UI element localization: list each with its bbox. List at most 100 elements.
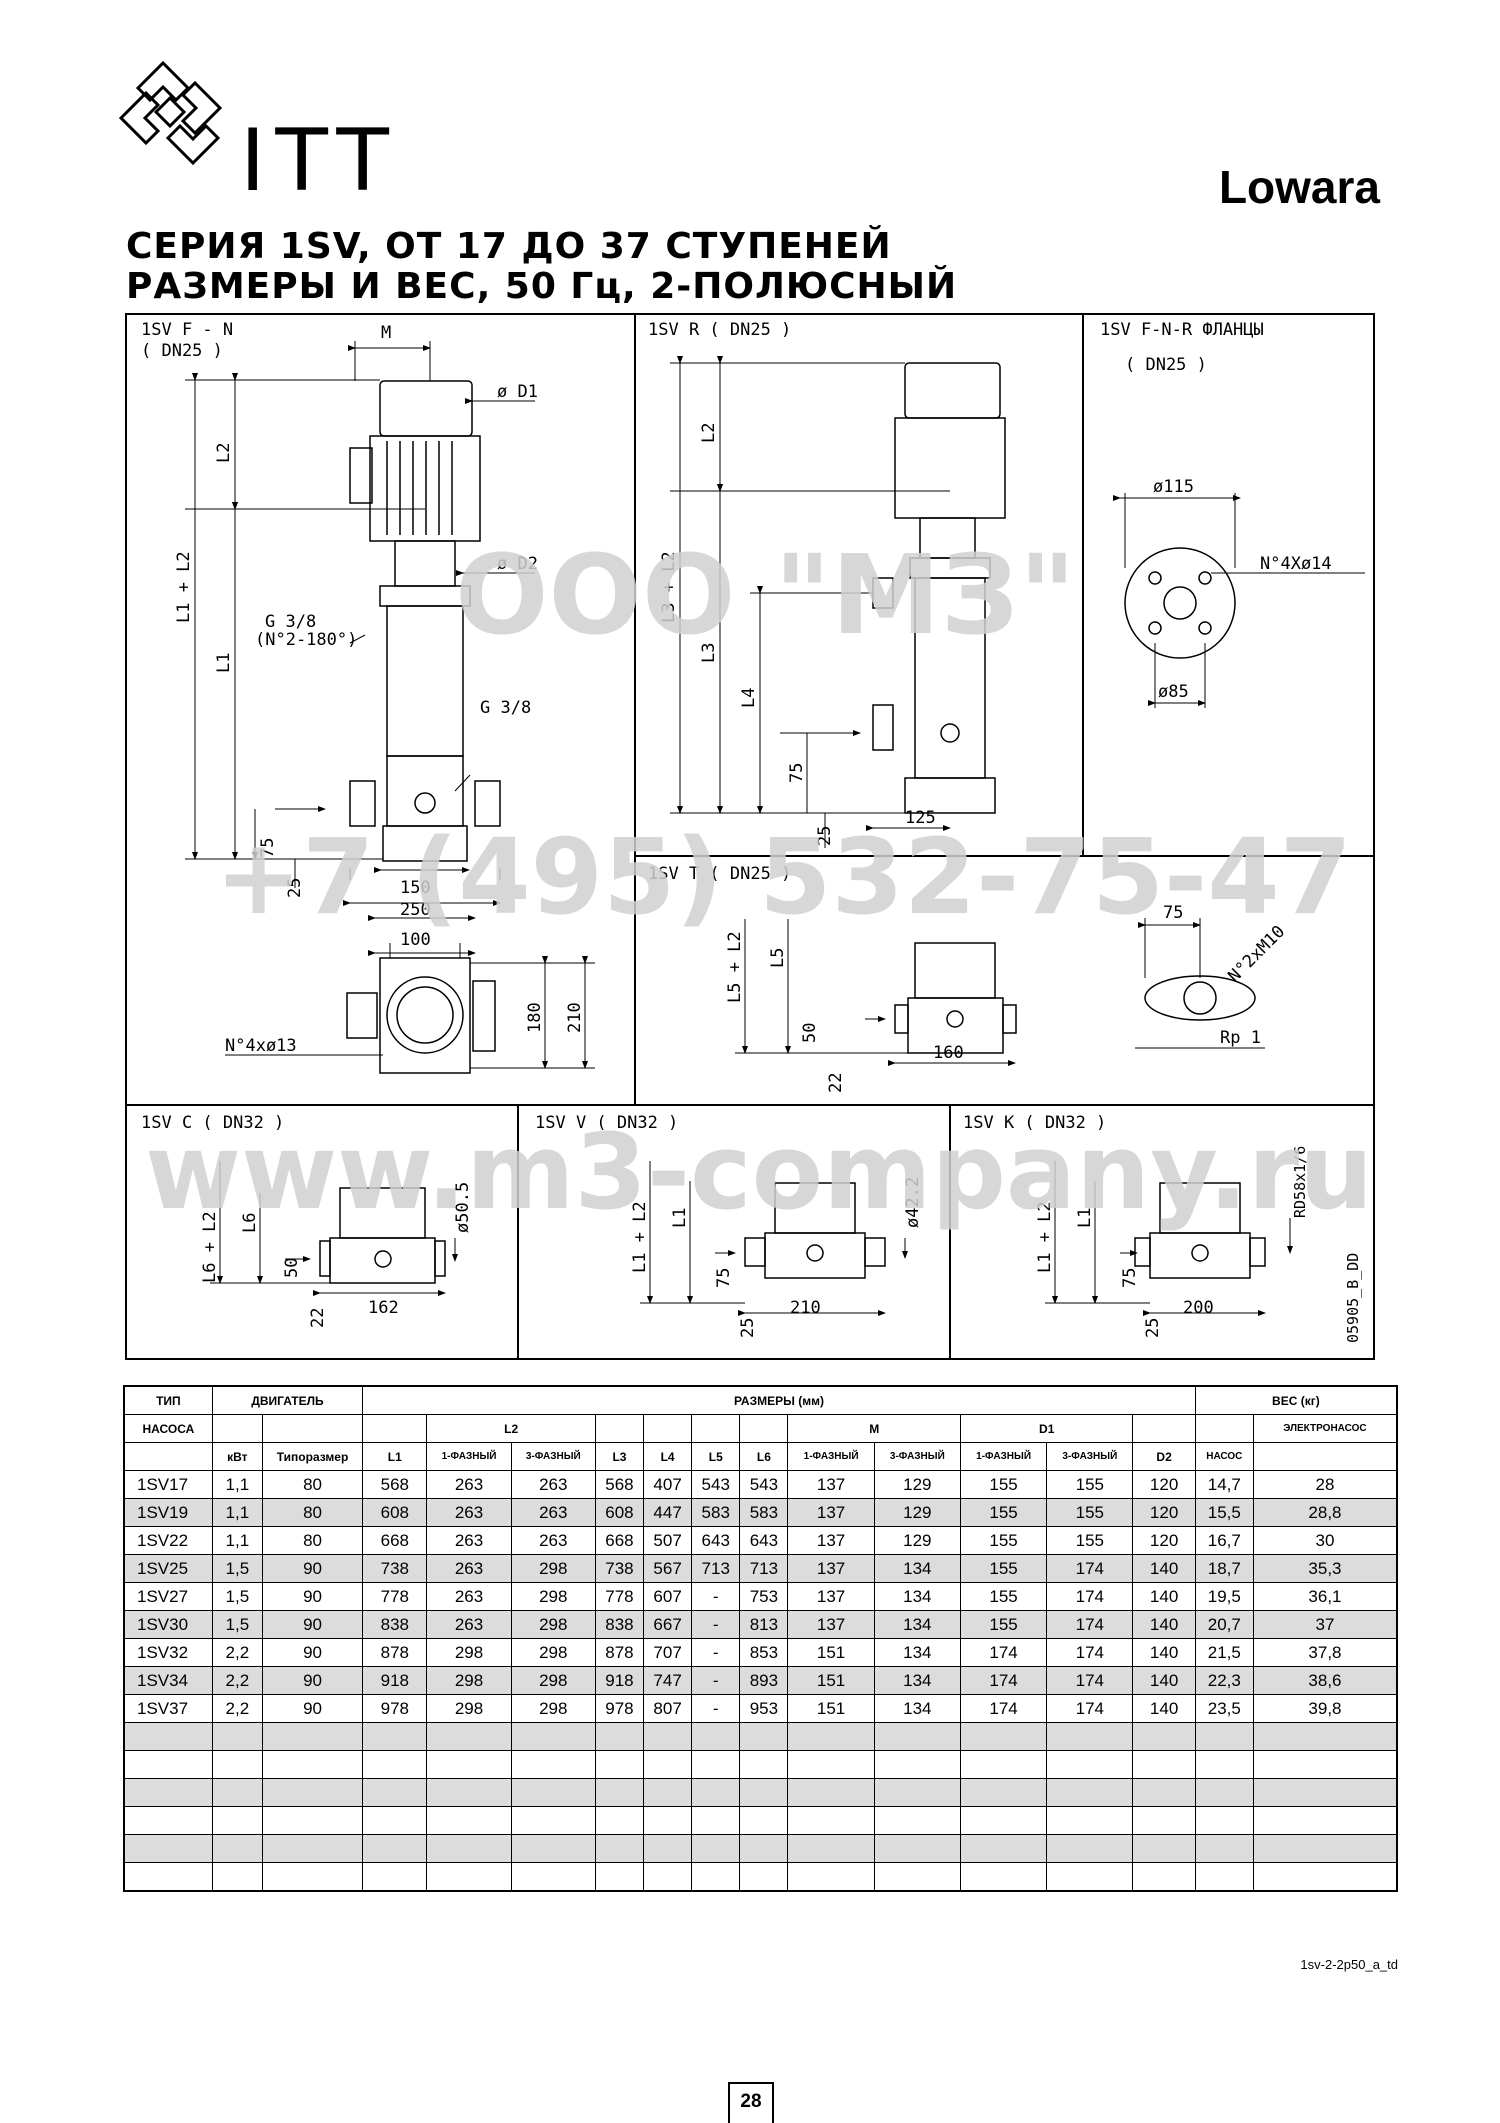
v-L1L2: L1 + L2	[630, 1201, 650, 1273]
table-cell: 1,5	[211, 1610, 263, 1639]
table-cell: 129	[873, 1526, 961, 1555]
t-L5: L5	[768, 948, 788, 968]
table-cell: 39,8	[1252, 1694, 1398, 1723]
fn-holes: N°4xø13	[225, 1036, 297, 1056]
table-cell: 134	[873, 1638, 961, 1667]
r-d25: 25	[815, 826, 835, 846]
table-cell: 1SV27	[123, 1582, 213, 1611]
t-d22: 22	[826, 1073, 846, 1093]
th-D1: D1	[959, 1414, 1134, 1443]
table-cell: 137	[787, 1470, 875, 1499]
table-cell: 607	[643, 1582, 693, 1611]
table-cell: -	[691, 1582, 741, 1611]
flanges-holes: N°4Xø14	[1260, 554, 1332, 574]
table-cell: 263	[510, 1470, 596, 1499]
r-title: 1SV R ( DN25 )	[648, 320, 791, 340]
table-cell: 298	[510, 1694, 596, 1723]
table-cell: 543	[691, 1470, 741, 1499]
table-cell: 155	[959, 1554, 1048, 1583]
table-cell: 567	[643, 1554, 693, 1583]
fn-g38a: G 3/8	[265, 612, 316, 632]
table-cell: 668	[594, 1526, 645, 1555]
table-cell: 174	[959, 1666, 1048, 1695]
table-cell: 643	[739, 1526, 789, 1555]
table-cell: 298	[510, 1666, 596, 1695]
table-cell: 120	[1132, 1470, 1196, 1499]
table-cell: 120	[1132, 1526, 1196, 1555]
table-cell: 16,7	[1194, 1526, 1254, 1555]
table-cell: 1SV17	[123, 1470, 213, 1499]
table-cell: 298	[510, 1638, 596, 1667]
k-rd: RD58x1/6	[1291, 1146, 1309, 1218]
table-cell: 568	[362, 1470, 428, 1499]
table-cell: 134	[873, 1694, 961, 1723]
table-cell: 1SV34	[123, 1666, 213, 1695]
empty-row	[123, 1722, 1398, 1751]
t-d50: 50	[800, 1023, 820, 1043]
table-cell: 174	[1046, 1610, 1134, 1639]
table-cell: 263	[510, 1526, 596, 1555]
table-cell: 80	[261, 1526, 364, 1555]
table-cell: -	[691, 1638, 741, 1667]
page-number: 28	[728, 2082, 774, 2123]
table-cell: 140	[1132, 1582, 1196, 1611]
table-cell: 174	[1046, 1666, 1134, 1695]
table-cell: 174	[1046, 1582, 1134, 1611]
page-title-line2: РАЗМЕРЫ И ВЕС, 50 Гц, 2-ПОЛЮСНЫЙ	[126, 266, 958, 307]
table-cell: -	[691, 1694, 741, 1723]
table-cell: 155	[959, 1582, 1048, 1611]
table-cell: 19,5	[1194, 1582, 1254, 1611]
table-cell: 140	[1132, 1638, 1196, 1667]
table-cell: 1SV30	[123, 1610, 213, 1639]
table-cell: 37	[1252, 1610, 1398, 1639]
th-L6: L6	[739, 1442, 789, 1471]
table-cell: 2,2	[211, 1694, 263, 1723]
table-cell: 90	[261, 1554, 364, 1583]
table-cell: 298	[510, 1554, 596, 1583]
table-cell: 90	[261, 1638, 364, 1667]
table-cell: 23,5	[1194, 1694, 1254, 1723]
t-d160: 160	[933, 1043, 964, 1063]
table-cell: 298	[426, 1666, 512, 1695]
table-cell: 80	[261, 1470, 364, 1499]
dimension-drawings: 1SV F - N ( DN25 ) M ø D1 ø D2 L2	[125, 313, 1375, 1360]
table-cell: 80	[261, 1498, 364, 1527]
c-L6L2: L6 + L2	[200, 1211, 220, 1283]
r-L3: L3	[699, 643, 719, 663]
fn-d150: 150	[400, 878, 431, 898]
k-L1L2: L1 + L2	[1035, 1201, 1055, 1273]
table-cell: 583	[739, 1498, 789, 1527]
th-L5: L5	[691, 1442, 741, 1471]
table-cell: 155	[959, 1526, 1048, 1555]
table-cell: 807	[643, 1694, 693, 1723]
k-d75: 75	[1120, 1268, 1140, 1288]
table-cell: 134	[873, 1666, 961, 1695]
table-cell: 838	[594, 1610, 645, 1639]
table-cell: 918	[362, 1666, 428, 1695]
table-cell: 707	[643, 1638, 693, 1667]
k-ref: 05905_B_DD	[1344, 1253, 1362, 1343]
table-cell: 151	[787, 1666, 875, 1695]
table-cell: 2,2	[211, 1666, 263, 1695]
table-cell: 507	[643, 1526, 693, 1555]
r-L4: L4	[739, 688, 759, 708]
table-cell: 140	[1132, 1554, 1196, 1583]
table-cell: 568	[594, 1470, 645, 1499]
table-cell: 747	[643, 1666, 693, 1695]
th-D2: D2	[1132, 1442, 1196, 1471]
table-cell: 668	[362, 1526, 428, 1555]
table-cell: 407	[643, 1470, 693, 1499]
fn-L1L2: L1 + L2	[174, 551, 194, 623]
table-cell: 137	[787, 1526, 875, 1555]
t-d75: 75	[1163, 903, 1183, 923]
table-cell: 608	[594, 1498, 645, 1527]
table-cell: 778	[362, 1582, 428, 1611]
table-cell: 155	[1046, 1526, 1134, 1555]
fn-L2: L2	[214, 443, 234, 463]
fn-d75: 75	[258, 838, 278, 858]
table-cell: 14,7	[1194, 1470, 1254, 1499]
table-cell: 738	[362, 1554, 428, 1583]
page-title-line1: СЕРИЯ 1SV, ОТ 17 ДО 37 СТУПЕНЕЙ	[126, 226, 892, 267]
